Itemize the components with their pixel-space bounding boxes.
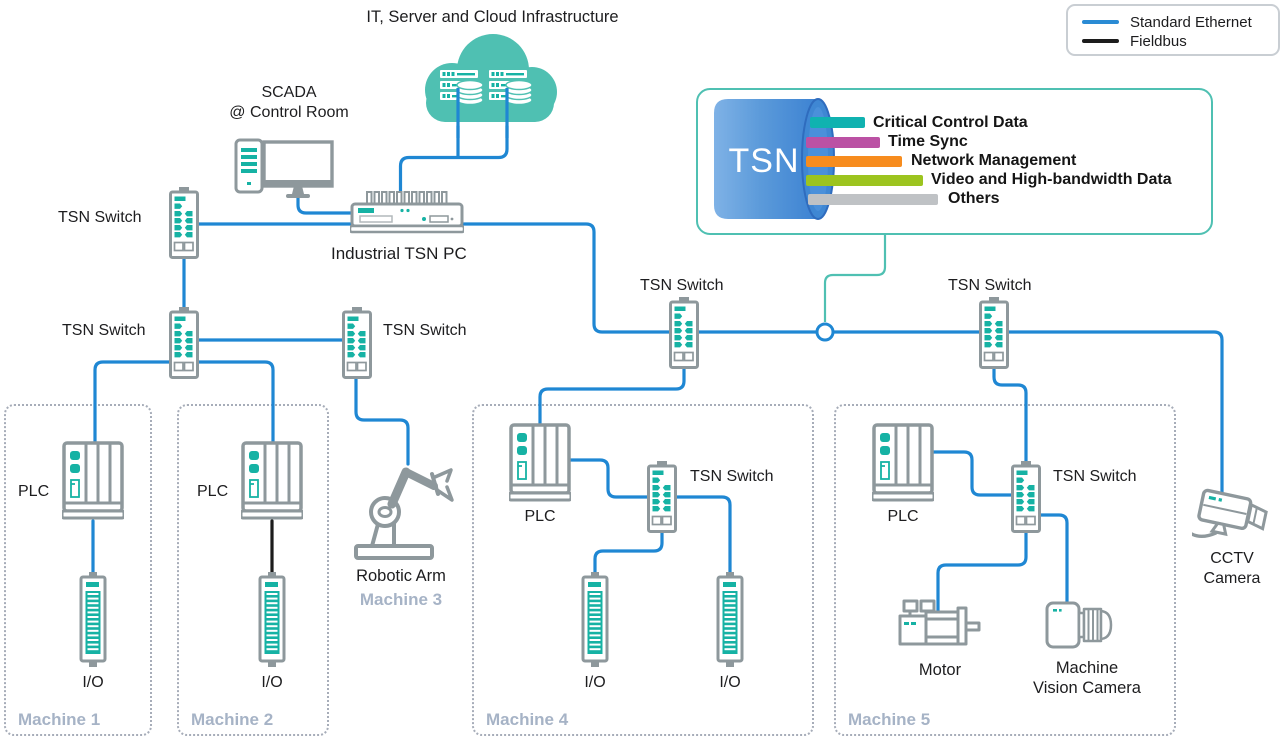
others-label: Others: [948, 190, 1000, 207]
critical-control-data-bar: [810, 117, 865, 128]
tsn-switch-5-icon: [979, 297, 1009, 369]
plc-machine4-icon: [509, 423, 571, 503]
diagram-title: IT, Server and Cloud Infrastructure: [366, 8, 619, 26]
network-tap-point: [815, 322, 835, 342]
motor-icon: [898, 596, 982, 648]
io-machine4-left-label: I/O: [584, 674, 606, 691]
machine-3-label: Machine 3: [359, 590, 443, 609]
tsn-switch-1-label: TSN Switch: [58, 209, 142, 226]
machine-4-label: Machine 4: [486, 710, 569, 729]
robotic-arm-icon: [348, 460, 456, 564]
tsn-switch-2-label: TSN Switch: [62, 322, 146, 339]
io-machine2-label: I/O: [261, 674, 283, 691]
io-machine4-right-icon: [716, 572, 744, 668]
io-machine1-label: I/O: [82, 674, 104, 691]
network-management-bar: [806, 156, 902, 167]
io-machine2-icon: [258, 572, 286, 668]
robotic-arm-label: Robotic Arm: [356, 567, 446, 585]
plc-machine1-icon: [62, 441, 124, 521]
others-bar: [808, 194, 938, 205]
callout-connector-line: [823, 231, 887, 322]
time-sync-label: Time Sync: [888, 133, 968, 150]
machine-5-box: Machine 5: [834, 404, 1176, 736]
io-machine4-right-label: I/O: [719, 674, 741, 691]
tsn-switch-2-icon: [169, 307, 199, 379]
plc-machine5-icon: [872, 423, 934, 503]
critical-control-data-label: Critical Control Data: [873, 114, 1028, 131]
industrial-tsn-pc-icon: [350, 190, 464, 240]
machine-4-box: Machine 4: [472, 404, 814, 736]
time-sync-bar: [806, 137, 880, 148]
standard-ethernet-line-swatch: [1082, 20, 1119, 24]
server-stack-left: [440, 70, 484, 106]
tsn-switch-machine5-icon: [1011, 461, 1041, 533]
plc-machine5-label: PLC: [887, 508, 919, 525]
plc-machine1-label: PLC: [18, 483, 50, 500]
monitor-icon: [262, 140, 334, 198]
machine-1-box: Machine 1: [4, 404, 152, 736]
tsn-pipe-label: TSN: [728, 142, 800, 180]
io-machine4-left-icon: [581, 572, 609, 668]
tsn-switch-4-icon: [669, 297, 699, 369]
legend: Standard Ethernet Fieldbus: [1066, 4, 1280, 56]
machine-2-label: Machine 2: [191, 710, 274, 729]
tsn-switch-machine4-label: TSN Switch: [690, 468, 774, 485]
machine-1-label: Machine 1: [18, 710, 101, 729]
standard-ethernet-legend-label: Standard Ethernet: [1130, 13, 1252, 31]
io-machine1-icon: [79, 572, 107, 668]
machine-2-box: Machine 2: [177, 404, 329, 736]
tsn-switch-4-label: TSN Switch: [640, 277, 724, 294]
tsn-switch-3-label: TSN Switch: [383, 322, 467, 339]
fieldbus-line-swatch: [1082, 39, 1119, 43]
tsn-switch-machine4-icon: [647, 461, 677, 533]
plc-machine2-label: PLC: [197, 483, 229, 500]
machine-vision-camera-icon: [1045, 598, 1115, 650]
tsn-switch-3-icon: [342, 307, 372, 379]
motor-label: Motor: [918, 661, 962, 679]
network-management-label: Network Management: [911, 152, 1077, 169]
server-stack-right: [489, 70, 533, 106]
plc-machine4-label: PLC: [524, 508, 556, 525]
tsn-switch-1-icon: [169, 187, 199, 259]
scada-label: SCADA @ Control Room: [229, 84, 349, 121]
tsn-callout-box: Critical Control Data Time Sync Network …: [696, 88, 1213, 235]
scada-workstation-icon: [234, 138, 334, 200]
tsn-switch-machine5-label: TSN Switch: [1053, 468, 1137, 485]
machine-5-label: Machine 5: [848, 710, 931, 729]
plc-machine2-icon: [241, 441, 303, 521]
video-data-bar: [806, 175, 923, 186]
video-data-label: Video and High-bandwidth Data: [931, 171, 1172, 188]
cctv-camera-icon: [1192, 486, 1278, 548]
cloud-infrastructure-icon: [408, 26, 568, 138]
fieldbus-legend-label: Fieldbus: [1130, 32, 1187, 50]
machine-vision-camera-label: Machine Vision Camera: [1033, 659, 1141, 697]
industrial-pc-label: Industrial TSN PC: [331, 244, 467, 263]
tsn-switch-5-label: TSN Switch: [948, 277, 1032, 294]
cctv-camera-label: CCTV Camera: [1203, 550, 1261, 587]
